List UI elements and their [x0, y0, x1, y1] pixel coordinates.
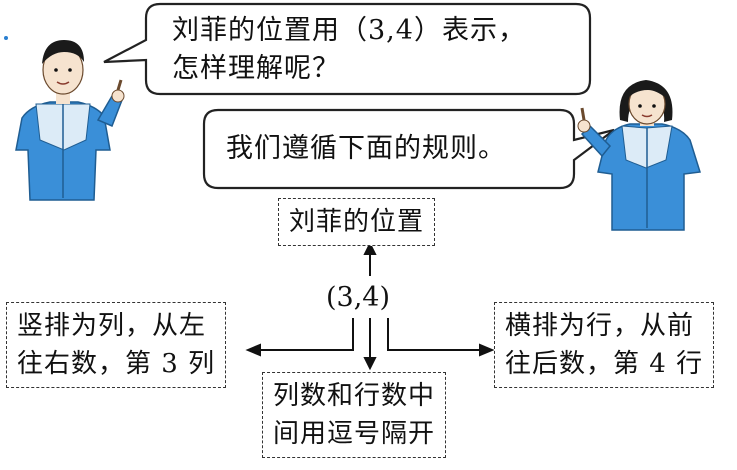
girl-figure	[577, 80, 701, 231]
boy-bubble-line2: 怎样理解呢？	[172, 53, 340, 84]
top-box-line1: 刘菲的位置	[289, 207, 425, 237]
left-box-line2: 往右数，第 3 列	[17, 349, 216, 379]
boy-speech-bubble	[103, 2, 592, 96]
left-box: 竖排为列，从左 往右数，第 3 列	[6, 302, 227, 388]
right-box-line1: 横排为行，从前	[505, 311, 695, 341]
boy-figure	[15, 40, 125, 201]
bottom-box-line2: 间用逗号隔开	[273, 419, 436, 449]
girl-speech-bubble	[202, 108, 615, 190]
bottom-box: 列数和行数中 间用逗号隔开	[262, 372, 447, 458]
right-box: 横排为行，从前 往后数，第 4 行	[494, 302, 715, 388]
coordinate-label: (3,4)	[326, 282, 391, 313]
girl-bubble-line1: 我们遵循下面的规则。	[226, 133, 506, 164]
boy-bubble-line1: 刘菲的位置用（3,4）表示，	[172, 15, 526, 46]
left-box-line1: 竖排为列，从左	[17, 311, 207, 341]
bottom-box-line1: 列数和行数中	[273, 381, 436, 411]
top-box: 刘菲的位置	[278, 198, 436, 246]
diagram-arrows	[245, 241, 495, 371]
decorative-dot	[4, 36, 8, 40]
right-box-line2: 往后数，第 4 行	[505, 349, 704, 379]
